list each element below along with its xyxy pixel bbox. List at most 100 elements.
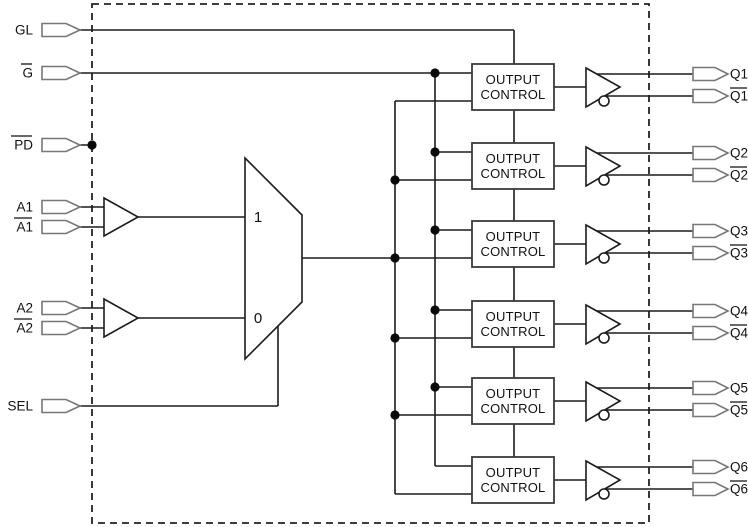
output-driver-2 <box>585 145 622 188</box>
junction-dot <box>430 382 440 392</box>
mux-body <box>244 156 303 361</box>
output-pin-q3-bar <box>692 245 730 261</box>
inverter-bubble <box>598 409 610 421</box>
device-boundary <box>91 3 650 524</box>
output-control-block-6: OUTPUT CONTROL <box>471 456 555 504</box>
output-control-block-3: OUTPUT CONTROL <box>471 220 555 268</box>
q4-label: Q4 <box>730 304 748 319</box>
junction-dot <box>390 410 400 420</box>
output-control-box <box>471 377 555 425</box>
q1-label: Q1 <box>730 67 748 82</box>
pd-bar-label: PD <box>14 138 33 153</box>
a1-label: A1 <box>16 200 33 215</box>
g-bar-label: G <box>22 66 33 81</box>
output-driver-4 <box>585 303 622 346</box>
output-pin-q2 <box>692 145 730 161</box>
inverter-bubble <box>598 174 610 186</box>
junction-dot <box>390 253 400 263</box>
q5-bar-label: Q5 <box>730 403 748 418</box>
junction-dots <box>87 68 440 420</box>
input-pin-pd-bar <box>41 137 82 153</box>
output-control-box <box>471 456 555 504</box>
a1-bar-label: A1 <box>16 220 33 235</box>
output-pin-q3 <box>692 223 730 239</box>
output-driver-5 <box>585 380 622 423</box>
input-labels: GL G PD A1 A1 A2 A2 SEL <box>7 23 33 414</box>
sel-label: SEL <box>7 399 33 414</box>
q2-label: Q2 <box>730 146 748 161</box>
a2-bar-label: A2 <box>16 321 33 336</box>
output-control-label: CONTROL <box>481 87 546 102</box>
input-pin-gl <box>41 22 82 38</box>
q2-bar-label: Q2 <box>730 168 748 183</box>
inverter-bubble <box>598 332 610 344</box>
input-receiver-a1 <box>103 196 140 238</box>
output-control-box <box>471 220 555 268</box>
junction-dot <box>430 147 440 157</box>
junction-dot <box>430 68 440 78</box>
output-control-label: CONTROL <box>481 480 546 495</box>
mux: 1 0 <box>244 156 303 361</box>
input-pin-a1 <box>41 199 82 215</box>
q3-bar-label: Q3 <box>730 246 748 261</box>
junction-dot <box>430 225 440 235</box>
output-pin-q6 <box>692 459 730 475</box>
a2-label: A2 <box>16 301 33 316</box>
output-pin-q5-bar <box>692 402 730 418</box>
output-pin-q6-bar <box>692 481 730 497</box>
output-control-label: OUTPUT <box>486 386 541 401</box>
output-control-label: OUTPUT <box>486 72 541 87</box>
input-pin-sel <box>41 398 82 414</box>
input-pin-a2 <box>41 300 82 316</box>
output-control-block-1: OUTPUT CONTROL <box>471 63 555 111</box>
output-control-label: CONTROL <box>481 401 546 416</box>
input-pin-a1-bar <box>41 219 82 235</box>
q1-bar-label: Q1 <box>730 89 748 104</box>
output-pins: Q1 Q1 Q2 Q2 Q3 Q3 Q4 Q4 Q5 Q5 Q6 Q6 <box>692 66 748 497</box>
output-control-blocks: OUTPUT CONTROL OUTPUT CONTROL OUTPUT CON… <box>471 63 555 504</box>
q6-bar-label: Q6 <box>730 482 748 497</box>
input-receiver-a2 <box>103 297 140 339</box>
inverter-bubble <box>598 95 610 107</box>
output-control-label: OUTPUT <box>486 229 541 244</box>
output-driver-1 <box>585 66 622 109</box>
junction-dot <box>390 175 400 185</box>
output-pin-q4 <box>692 303 730 319</box>
output-control-box <box>471 63 555 111</box>
output-drivers <box>585 66 622 502</box>
q3-label: Q3 <box>730 224 748 239</box>
output-control-block-2: OUTPUT CONTROL <box>471 142 555 190</box>
output-control-label: CONTROL <box>481 166 546 181</box>
output-control-box <box>471 300 555 348</box>
output-driver-3 <box>585 223 622 266</box>
output-control-label: OUTPUT <box>486 465 541 480</box>
output-pin-q4-bar <box>692 325 730 341</box>
output-control-box <box>471 142 555 190</box>
output-pin-q1 <box>692 66 730 82</box>
inverter-bubble <box>598 252 610 264</box>
signal-wires <box>80 29 693 495</box>
output-pin-q5 <box>692 380 730 396</box>
output-control-block-5: OUTPUT CONTROL <box>471 377 555 425</box>
mux-input-0-label: 0 <box>254 310 262 327</box>
output-control-label: CONTROL <box>481 324 546 339</box>
input-pin-g-bar <box>41 65 82 81</box>
junction-dot <box>87 140 97 150</box>
output-control-label: CONTROL <box>481 244 546 259</box>
junction-dot <box>390 333 400 343</box>
q4-bar-label: Q4 <box>730 326 748 341</box>
q6-label: Q6 <box>730 460 748 475</box>
gl-label: GL <box>15 23 34 38</box>
input-pin-a2-bar <box>41 320 82 336</box>
inverter-bubble <box>598 488 610 500</box>
input-pins <box>41 22 82 414</box>
output-control-label: OUTPUT <box>486 151 541 166</box>
output-pin-q2-bar <box>692 167 730 183</box>
output-control-block-4: OUTPUT CONTROL <box>471 300 555 348</box>
output-driver-6 <box>585 459 622 502</box>
mux-input-1-label: 1 <box>254 209 262 226</box>
junction-dot <box>430 305 440 315</box>
output-control-label: OUTPUT <box>486 309 541 324</box>
